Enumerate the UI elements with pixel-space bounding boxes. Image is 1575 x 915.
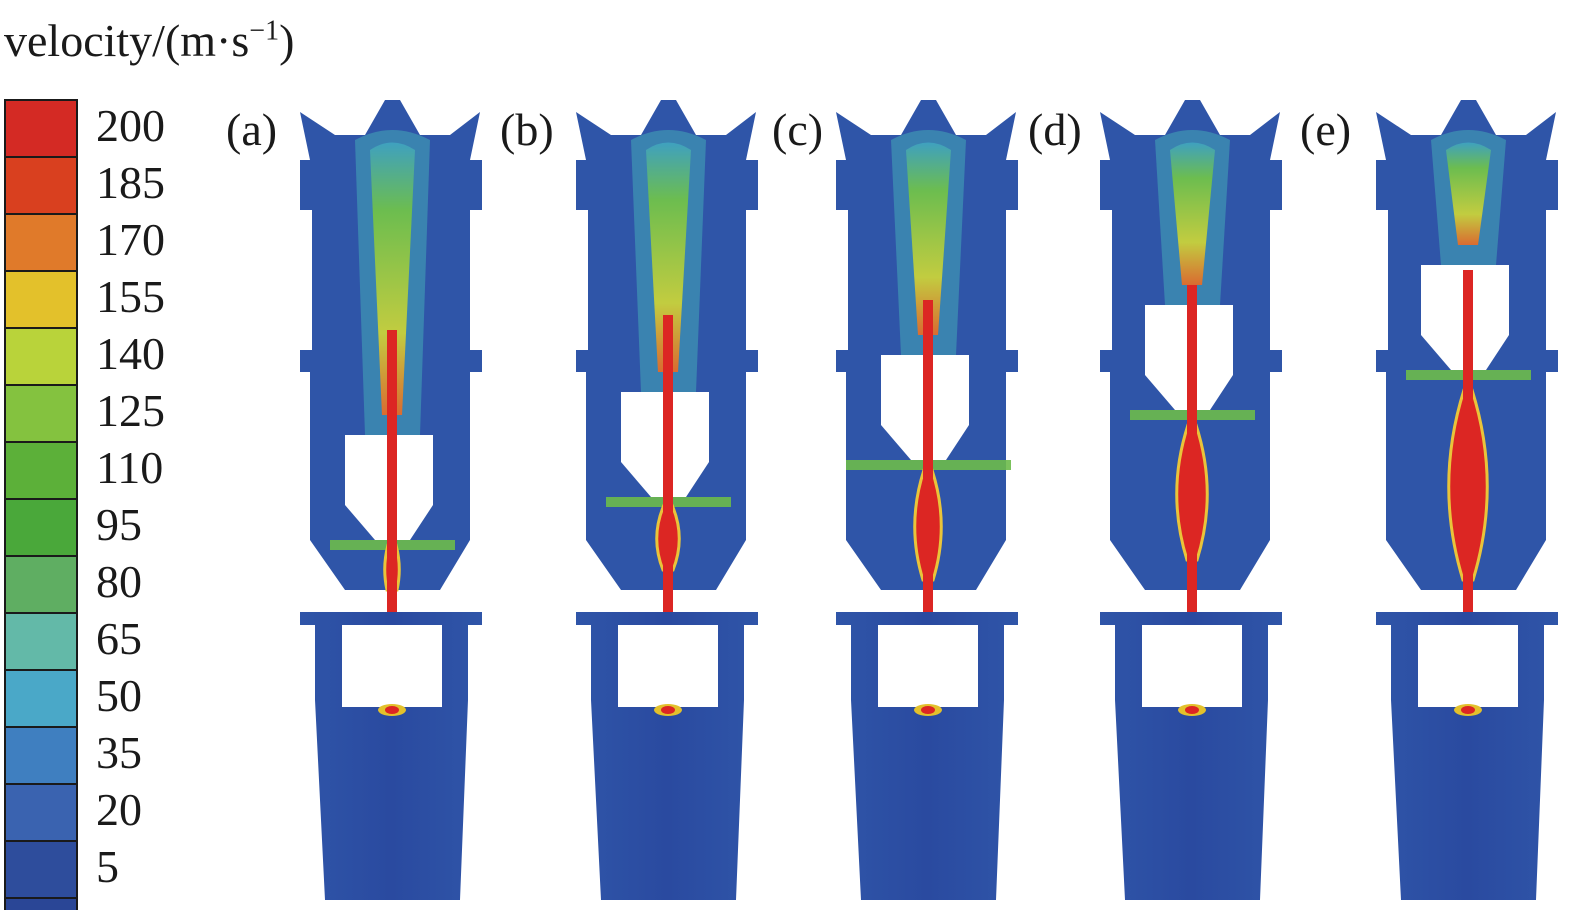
colorbar-swatch-65 (4, 612, 78, 671)
colorbar-tick-5: 5 (96, 841, 119, 892)
colorbar-tick-95: 95 (96, 499, 142, 550)
colorbar-tick-20: 20 (96, 784, 142, 835)
colorbar-swatch-50 (4, 669, 78, 728)
panel-c (836, 100, 1018, 900)
colorbar-swatch-20 (4, 783, 78, 842)
colorbar-title: velocity/(m·s−1) (4, 15, 295, 66)
panel-label-a: (a) (226, 104, 278, 155)
colorbar-tick-35: 35 (96, 727, 142, 778)
colorbar-tick-125: 125 (96, 385, 165, 436)
jet-stream (663, 315, 673, 710)
impact-point (921, 706, 935, 714)
colorbar-swatch-200 (4, 99, 78, 158)
colorbar-legend: 200 185 170 155 140 125 110 95 80 65 50 … (0, 0, 200, 913)
panel-label-e: (e) (1300, 104, 1352, 155)
receiver-pocket (1142, 625, 1242, 707)
panel-label-b: (b) (500, 104, 554, 155)
receiver-pocket (342, 625, 442, 707)
impact-point (1185, 706, 1199, 714)
colorbar-swatch-95 (4, 498, 78, 557)
colorbar-title-text: velocity/(m·s (4, 15, 250, 66)
colorbar-tick-80: 80 (96, 556, 142, 607)
colorbar-tick-155: 155 (96, 271, 165, 322)
impact-point (1461, 706, 1475, 714)
receiver-pocket (878, 625, 978, 707)
impact-point (385, 706, 399, 714)
panel-label-c: (c) (772, 104, 824, 155)
colorbar-tick-170: 170 (96, 214, 165, 265)
panel-a (300, 100, 482, 900)
colorbar-title-exponent: −1 (249, 15, 280, 47)
panel-d (1100, 100, 1282, 900)
colorbar-swatches (4, 99, 78, 913)
plume-gradient (906, 142, 951, 335)
panel-label-d: (d) (1028, 104, 1082, 155)
colorbar-swatch-185 (4, 156, 78, 215)
plume-gradient (1170, 142, 1215, 285)
jet-stream (1187, 285, 1197, 710)
colorbar-swatch-140 (4, 327, 78, 386)
colorbar-tick-65: 65 (96, 613, 142, 664)
receiver-pocket (618, 625, 718, 707)
colorbar-title-close: ) (279, 15, 295, 66)
panel-e (1376, 100, 1558, 900)
jet-stream (923, 300, 933, 710)
colorbar-tick-140: 140 (96, 328, 165, 379)
jet-stream (1463, 270, 1473, 710)
receiver-pocket (1418, 625, 1518, 707)
colorbar-tick-200: 200 (96, 100, 165, 151)
panel-b (576, 100, 758, 900)
plume-gradient (1446, 142, 1491, 245)
jet-stream (387, 330, 397, 710)
plume-gradient (370, 142, 415, 415)
colorbar-tick-185: 185 (96, 157, 165, 208)
impact-point (661, 706, 675, 714)
colorbar-tick-110: 110 (96, 442, 164, 493)
colorbar-swatch-170 (4, 213, 78, 272)
plume-gradient (646, 142, 691, 372)
colorbar-tick-50: 50 (96, 670, 142, 721)
